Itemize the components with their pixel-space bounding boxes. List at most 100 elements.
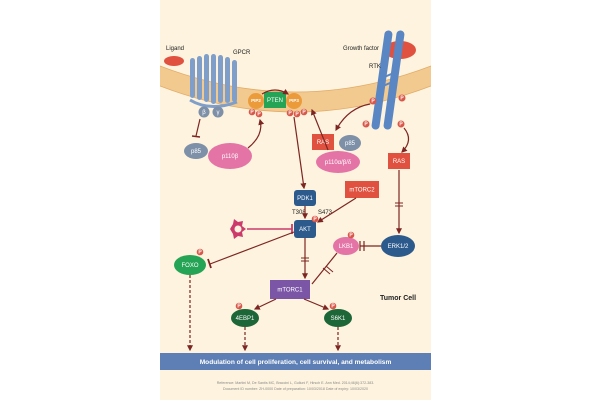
outcome-banner	[160, 353, 431, 370]
rtk-phospho-d	[397, 120, 405, 128]
footer-reference: Reference: Martini M, De Santis MC, Brac…	[217, 381, 375, 385]
g-beta-label: β	[202, 110, 206, 116]
s6k1-phospho-label: P	[331, 304, 335, 310]
phospho-label-pip2-b: P	[257, 112, 261, 118]
pip3-molecule	[286, 93, 302, 109]
p110-abd	[316, 151, 360, 173]
pdk1-box	[294, 190, 316, 206]
ras-right-label: RAS	[393, 159, 405, 165]
ligand-label: Ligand	[166, 46, 184, 52]
lkb1-phospho-dot	[347, 231, 355, 239]
pip2-label: PIP2	[251, 98, 261, 103]
foxo-phospho-dot	[196, 248, 204, 256]
gpcr-label: GPCR	[233, 50, 251, 56]
lkb1-mtorc1-bar	[322, 265, 334, 275]
g-gamma-label: γ	[217, 110, 220, 116]
erk-node	[381, 235, 415, 257]
phospho-label-pip3-b: P	[295, 112, 299, 118]
s6k1-phospho-dot	[329, 302, 337, 310]
g-beta-subunit	[198, 106, 210, 118]
akt-mtorc1-break	[301, 257, 309, 262]
gpcr-receptor	[189, 54, 238, 108]
mtorc2-to-akt-arrow	[316, 197, 357, 223]
pten-label: PTEN	[267, 98, 283, 104]
4ebp1-phospho-dot	[235, 302, 243, 310]
p85-right	[339, 135, 361, 151]
rtk-phospho-c	[362, 120, 370, 128]
rtk-phospho-a-label: P	[371, 99, 375, 105]
phospho-label-pip3-a: P	[288, 111, 292, 117]
pten-box	[264, 92, 286, 108]
mtorc1-to-4ebp1	[253, 298, 277, 310]
4ebp1-node	[231, 309, 259, 327]
mtorc1-to-s6k1	[303, 298, 330, 310]
foxo-phospho-label: P	[198, 250, 202, 256]
p110b-to-pip-arrow	[247, 118, 265, 149]
mtorc1-label: mTORC1	[277, 288, 303, 294]
akt-label: AKT	[299, 227, 311, 233]
rtk-phospho-c-label: P	[364, 122, 368, 128]
mtorc2-label: mTORC2	[349, 188, 375, 194]
pip2-molecule	[248, 93, 264, 109]
mtorc2-box	[345, 181, 379, 198]
erk-label: ERK1/2	[388, 244, 409, 250]
4ebp1-label: 4EBP1	[236, 316, 255, 322]
inhibitor-star-icon	[230, 219, 246, 239]
p85-right-label: p85	[345, 141, 356, 147]
rtk-phospho-b-label: P	[400, 96, 404, 102]
phospho-dot-pip3-a	[286, 109, 294, 117]
mtorc1-box	[270, 280, 310, 299]
rtk-to-ras-right-arrow	[401, 127, 410, 153]
rtk-phospho-a	[369, 97, 377, 105]
erk-lkb1-bar	[359, 241, 365, 251]
p110-beta-label: p110β	[222, 154, 239, 160]
ras-top-label: RAS	[317, 140, 329, 146]
phospho-dot-pip3-b	[293, 110, 301, 118]
s6k1-node	[324, 309, 352, 327]
4ebp1-phospho-label: P	[237, 304, 241, 310]
foxo-node	[174, 255, 206, 275]
p110-abd-label: p110α/β/δ	[325, 160, 352, 166]
lkb1-phospho-label: P	[349, 233, 353, 239]
akt-phospho-label: P	[313, 217, 317, 223]
p110-beta	[208, 143, 252, 169]
outcome-banner-text: Modulation of cell proliferation, cell s…	[200, 359, 392, 366]
p110-to-pip3-arrow	[310, 108, 329, 151]
rtk-phospho-d-label: P	[399, 122, 403, 128]
phospho-dot-pip3-c	[300, 108, 308, 116]
rtk-label: RTK	[369, 64, 381, 70]
t308-label: T308	[292, 210, 306, 216]
rtk-receptor	[371, 30, 405, 130]
pip3-to-pdk1-arrow	[293, 116, 307, 190]
lkb1-node	[333, 237, 359, 255]
pathway-poster: Ligand GPCR β γ Growth factor RTK PIP2 P…	[160, 0, 431, 400]
rtk-to-ras-arrow	[335, 103, 371, 132]
s6k1-label: S6K1	[331, 316, 346, 322]
phospho-label-pip3-c: P	[302, 110, 306, 116]
ligand-shape	[164, 56, 184, 66]
footer-document-id: Document ID number: ZH-0000 Date of prep…	[223, 387, 368, 391]
gbg-to-pi3k-bar	[191, 135, 201, 138]
foxo-label: FOXO	[181, 263, 198, 269]
akt-foxo-bar	[207, 258, 212, 269]
pdk1-label: PDK1	[297, 196, 313, 202]
akt-inhibits-foxo	[209, 231, 295, 265]
g-gamma-subunit	[212, 106, 224, 118]
growth-factor-label: Growth factor	[343, 46, 379, 52]
phospho-dot-pip2-b	[255, 110, 263, 118]
akt-phospho-dot	[311, 215, 319, 223]
phospho-dot-pip2-a	[248, 108, 256, 116]
lkb1-label: LKB1	[339, 244, 354, 250]
lkb1-inhibits-mtorc1	[311, 252, 338, 285]
p85-left-label: p85	[191, 149, 202, 155]
pip2-pip3-arrow	[261, 88, 290, 95]
ras-erk-break	[395, 202, 403, 207]
rtk-phospho-b	[398, 94, 406, 102]
phospho-label-pip2-a: P	[250, 110, 254, 116]
pip3-label: PIP3	[289, 98, 299, 103]
pi3k-akt-pathway-diagram: Ligand GPCR β γ Growth factor RTK PIP2 P…	[160, 30, 431, 391]
akt-box	[294, 220, 316, 238]
ras-right-box	[388, 153, 410, 169]
p85-left	[184, 143, 208, 159]
gbg-to-pi3k-inhibit	[195, 118, 201, 137]
